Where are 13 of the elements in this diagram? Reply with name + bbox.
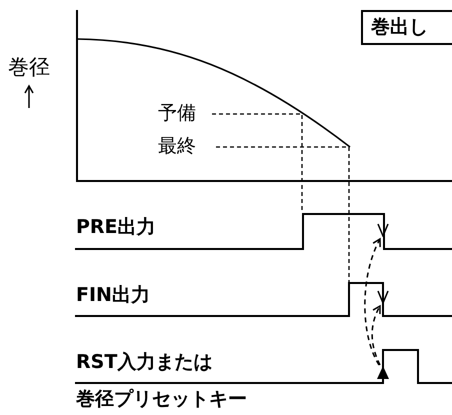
arrow xyxy=(364,238,382,366)
rising-edge-mark xyxy=(377,365,389,379)
falling-edge-mark xyxy=(377,290,389,304)
signal-label: FIN出力 xyxy=(76,286,150,305)
level-label: 最終 xyxy=(158,137,196,156)
signal-label: 巻径プリセットキー xyxy=(76,390,247,409)
axis-label: 巻径 xyxy=(8,57,50,78)
mode-box: 巻出し xyxy=(361,10,452,45)
signal-label: PRE出力 xyxy=(76,218,156,237)
falling-edge-mark xyxy=(377,223,389,237)
arrow xyxy=(371,305,382,366)
signal-label: RST入力または xyxy=(76,353,212,372)
level-label: 予備 xyxy=(158,104,196,123)
